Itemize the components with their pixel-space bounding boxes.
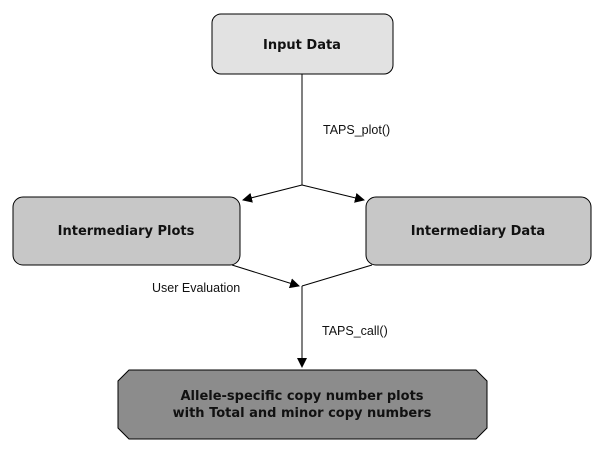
intermediary-plots-label: Intermediary Plots xyxy=(58,224,195,239)
input-data-box xyxy=(211,13,394,75)
taps-plot-label: TAPS_plot() xyxy=(323,123,390,137)
connectors xyxy=(231,74,373,368)
taps-call-label: TAPS_call() xyxy=(322,324,388,338)
output-label-line2: with Total and minor copy numbers xyxy=(173,406,432,421)
intermediary-plots-node: Intermediary Plots xyxy=(12,196,241,266)
intermediary-data-node: Intermediary Data xyxy=(365,196,592,266)
intermediary-data-label: Intermediary Data xyxy=(411,224,545,239)
connector-from-intermediary-data xyxy=(301,264,373,287)
arrow-to-intermediary-data xyxy=(301,184,365,203)
intermediary-data-box xyxy=(365,196,592,266)
output-label-line1: Allele-specific copy number plots xyxy=(180,389,423,404)
input-data-node: Input Data xyxy=(211,13,394,75)
intermediary-plots-box xyxy=(12,196,241,266)
user-evaluation-label: User Evaluation xyxy=(152,281,240,295)
arrow-to-intermediary-plots xyxy=(242,184,303,203)
arrow-from-intermediary-plots xyxy=(231,264,300,289)
output-node: Allele-specific copy number plots with T… xyxy=(117,369,488,440)
output-box xyxy=(117,369,488,440)
input-data-label: Input Data xyxy=(263,38,341,53)
